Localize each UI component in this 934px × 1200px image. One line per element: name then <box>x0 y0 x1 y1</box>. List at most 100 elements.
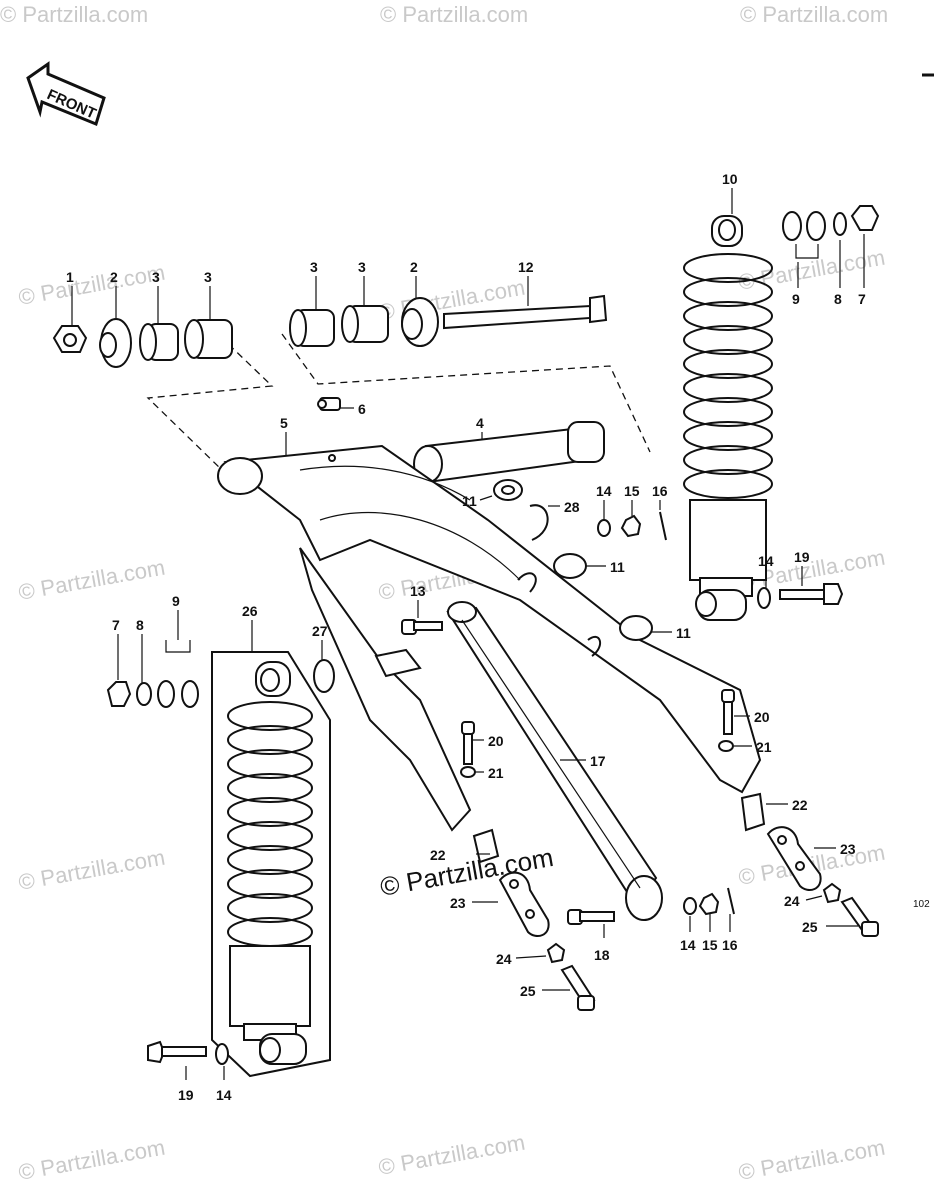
callout-22: 22 <box>430 847 446 863</box>
cotter-pin-16 <box>727 887 735 915</box>
callout-14: 14 <box>758 553 774 569</box>
callout-16: 16 <box>652 483 668 499</box>
nut-24 <box>546 942 566 964</box>
callout-27: 27 <box>312 623 328 639</box>
acorn-nut-7 <box>850 205 880 231</box>
callout-19: 19 <box>794 549 810 565</box>
callout-2: 2 <box>410 259 418 275</box>
callout-6: 6 <box>358 401 366 417</box>
rear-shock-left-26 <box>211 651 331 1078</box>
bolt-18 <box>567 909 615 925</box>
cotter-pin-16 <box>659 511 667 541</box>
clip-28 <box>529 504 549 541</box>
callout-3: 3 <box>204 269 212 285</box>
acorn-nut-7 <box>106 681 132 707</box>
callout-28: 28 <box>564 499 580 515</box>
bolt-20 <box>721 689 735 735</box>
callout-15: 15 <box>624 483 640 499</box>
nut-21 <box>718 740 734 752</box>
watermark: © Partzilla.com <box>377 1130 527 1180</box>
watermark-layer: © Partzilla.com © Partzilla.com © Partzi… <box>0 2 888 1185</box>
watermark: © Partzilla.com <box>17 555 167 605</box>
callout-23: 23 <box>840 841 856 857</box>
needle-bearing-3 <box>289 309 335 347</box>
washer-14 <box>215 1043 229 1065</box>
bolt-19 <box>779 583 844 605</box>
washer-9 <box>782 211 802 241</box>
leader-lines <box>71 188 865 1080</box>
callout-11: 11 <box>462 493 477 509</box>
callout-24: 24 <box>496 951 512 967</box>
washer-14 <box>757 587 771 609</box>
callout-11: 11 <box>610 559 625 575</box>
sleeve-4 <box>413 421 605 484</box>
callout-14: 14 <box>596 483 612 499</box>
watermark: © Partzilla.com <box>737 1135 887 1185</box>
bolt-25 <box>560 964 596 1011</box>
callout-3: 3 <box>310 259 318 275</box>
grease-nipple-6 <box>317 397 341 411</box>
callout-14: 14 <box>216 1087 232 1103</box>
callout-16: 16 <box>722 937 738 953</box>
needle-bearing-3 <box>341 305 389 343</box>
bolt-25 <box>840 896 879 937</box>
bolt-20 <box>461 721 475 765</box>
callout-11: 11 <box>676 625 691 641</box>
nut-15 <box>698 892 720 916</box>
block-22 <box>740 792 766 832</box>
callout-5: 5 <box>280 415 288 431</box>
watermark: © Partzilla.com <box>17 260 167 310</box>
callout-10: 10 <box>722 171 738 187</box>
watermark: © Partzilla.com <box>740 2 888 27</box>
chain-adjuster-23 <box>498 871 550 937</box>
rubber-bushing-11 <box>619 615 653 641</box>
nut-15 <box>620 514 642 538</box>
callout-3: 3 <box>152 269 160 285</box>
callout-labels: 1 2 3 3 3 3 2 12 10 9 8 7 6 5 4 11 28 14… <box>66 171 866 1103</box>
bracket <box>374 648 422 678</box>
lock-washer-8 <box>136 682 152 706</box>
callout-25: 25 <box>802 919 818 935</box>
washer-9 <box>181 680 199 708</box>
nut-24 <box>822 882 842 904</box>
callout-2: 2 <box>110 269 118 285</box>
washer-9 <box>157 680 175 708</box>
callout-9: 9 <box>172 593 180 609</box>
pivot-shaft-12 <box>443 294 608 330</box>
watermark: © Partzilla.com <box>17 845 167 895</box>
callout-12: 12 <box>518 259 534 275</box>
callout-17: 17 <box>590 753 606 769</box>
watermark: © Partzilla.com <box>17 1135 167 1185</box>
callout-8: 8 <box>136 617 144 633</box>
needle-bearing-3 <box>184 319 233 359</box>
clip <box>517 572 537 593</box>
callout-14: 14 <box>680 937 696 953</box>
assembly-guide-lines <box>146 333 651 471</box>
clip <box>587 635 602 657</box>
nut-21 <box>460 766 476 778</box>
bracket-line <box>795 244 819 259</box>
callout-1: 1 <box>66 269 74 285</box>
callout-20: 20 <box>488 733 504 749</box>
callout-4: 4 <box>476 415 484 431</box>
front-arrow-icon: FRONT <box>26 61 106 127</box>
callout-9: 9 <box>792 291 800 307</box>
page-number: 102 <box>913 899 930 910</box>
chain-adjuster-23 <box>766 826 822 891</box>
callout-25: 25 <box>520 983 536 999</box>
callout-7: 7 <box>858 291 866 307</box>
callout-21: 21 <box>488 765 504 781</box>
bushing-27 <box>313 659 335 693</box>
callout-18: 18 <box>594 947 610 963</box>
bracket-line <box>165 640 191 653</box>
callout-23: 23 <box>450 895 466 911</box>
callout-7: 7 <box>112 617 120 633</box>
rear-shock-right-10 <box>683 215 773 621</box>
callout-15: 15 <box>702 937 718 953</box>
callout-3: 3 <box>358 259 366 275</box>
callout-21: 21 <box>756 739 772 755</box>
watermark: © Partzilla.com <box>380 2 528 27</box>
callout-8: 8 <box>834 291 842 307</box>
callout-24: 24 <box>784 893 800 909</box>
